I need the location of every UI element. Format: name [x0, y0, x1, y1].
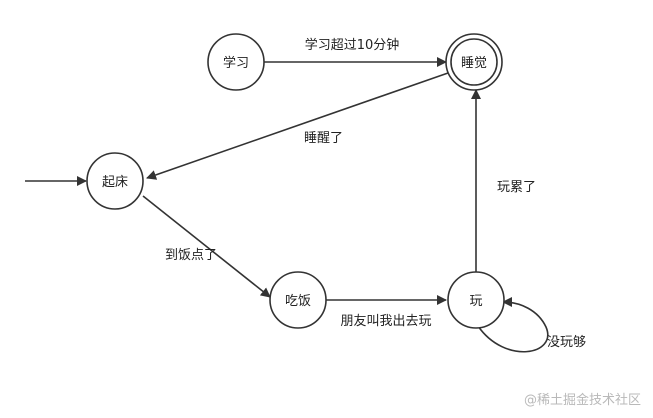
edge-sleep-to-wake — [146, 72, 449, 180]
state-study-node — [207, 33, 265, 91]
edge-wake-to-eat — [142, 195, 271, 298]
transition-wake-to-eat-label: 到饭点了 — [165, 248, 217, 263]
state-study-label: 学习 — [223, 55, 249, 71]
transition-study-to-sleep-label: 学习超过10分钟 — [305, 37, 400, 53]
transition-eat-to-play-label: 朋友叫我出去玩 — [340, 313, 431, 329]
state-sleep-label: 睡觉 — [461, 56, 487, 71]
state-eat-label: 吃饭 — [285, 293, 311, 309]
watermark: @稀土掘金技术社区 — [523, 393, 641, 408]
transition-play-self-label: 没玩够 — [547, 335, 586, 350]
state-wake-node — [86, 152, 144, 210]
state-sleep-node-inner — [450, 38, 498, 86]
state-play-node — [447, 271, 505, 329]
state-play-label: 玩 — [469, 294, 482, 309]
state-wake-label: 起床 — [102, 175, 128, 190]
state-eat-node — [269, 271, 327, 329]
transition-play-to-sleep-label: 玩累了 — [497, 180, 536, 195]
edge-play-self-loop — [477, 297, 549, 353]
transition-sleep-to-wake-label: 睡醒了 — [304, 131, 343, 146]
